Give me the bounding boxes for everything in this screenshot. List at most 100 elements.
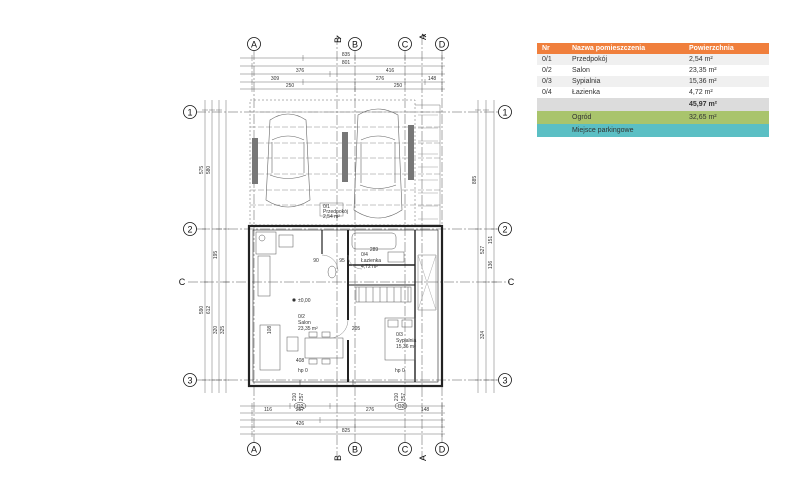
dim-left-6: 325 bbox=[220, 326, 226, 335]
table-parking-row: Miejsce parkingowe bbox=[537, 124, 769, 137]
row-nr: 0/2 bbox=[542, 67, 552, 74]
section-a-top: A bbox=[418, 34, 428, 40]
dim-bottom-4: 426 bbox=[296, 421, 305, 427]
svg-text:C: C bbox=[402, 445, 409, 455]
dim-top-7: 250 bbox=[286, 83, 295, 89]
svg-text:1: 1 bbox=[502, 108, 507, 118]
grid-bubble-a-bottom: A bbox=[247, 442, 261, 456]
row-area: 2,54 m² bbox=[689, 56, 713, 63]
header-name: Nazwa pomieszczenia bbox=[572, 45, 646, 52]
row-nr: 0/1 bbox=[542, 56, 552, 63]
grid-bubble-1-right: 1 bbox=[498, 105, 512, 119]
grid-bubble-2-left: 2 bbox=[183, 222, 197, 236]
toilet bbox=[327, 265, 337, 279]
garden-area: 32,65 m² bbox=[689, 114, 717, 121]
building-walls bbox=[247, 224, 444, 388]
dim-bottom-6: 210 bbox=[292, 393, 298, 402]
dim-left-3: 590 bbox=[199, 306, 205, 315]
grid-bubbles: A B C D A B C D 1 2 3 1 2 3 bbox=[183, 37, 512, 456]
wardrobe-outline bbox=[255, 231, 277, 255]
svg-text:D: D bbox=[439, 445, 446, 455]
grid-bubble-d-top: D bbox=[435, 37, 449, 51]
dim-right-2: 324 bbox=[480, 331, 486, 340]
misc-dim-0: 408 bbox=[296, 358, 305, 364]
row-name: Łazienka bbox=[572, 89, 601, 96]
grid-bubble-c-bottom: C bbox=[398, 442, 412, 456]
parking-name: Miejsce parkingowe bbox=[572, 127, 634, 134]
dim-bottom-0: 116 bbox=[264, 407, 272, 413]
row-area: 15,36 m² bbox=[689, 78, 717, 85]
room-code-0-1: 0/1 bbox=[323, 204, 330, 210]
dim-top-3: 416 bbox=[386, 68, 395, 74]
row-nr: 0/4 bbox=[542, 89, 552, 96]
room-area-0-2: 23,35 m² bbox=[298, 326, 318, 332]
misc-dim-4: 95 bbox=[339, 258, 345, 264]
dim-top-4: 309 bbox=[271, 76, 280, 82]
dim-top-6: 148 bbox=[428, 76, 437, 82]
window-marks: O2 O2 bbox=[293, 402, 408, 410]
bed bbox=[384, 317, 416, 361]
room-code-0-2: 0/2 bbox=[298, 314, 305, 320]
bedroom-wardrobe bbox=[355, 286, 412, 303]
section-b-bottom: B bbox=[333, 455, 343, 461]
grid-bubble-3-left: 3 bbox=[183, 373, 197, 387]
dim-right-3: 151 bbox=[488, 236, 494, 245]
room-area-0-1: 2,54 m² bbox=[323, 214, 340, 220]
svg-text:A: A bbox=[251, 445, 257, 455]
room-code-0-3: 0/3 bbox=[396, 332, 403, 338]
dim-right-4: 136 bbox=[488, 261, 494, 270]
row-area: 23,35 m² bbox=[689, 67, 717, 74]
sill-label-right: hp 0 bbox=[395, 368, 405, 374]
room-name-0-1: Przedpokój bbox=[323, 209, 348, 215]
car-right-icon bbox=[353, 108, 403, 219]
header-area: Powierzchnia bbox=[689, 45, 734, 52]
svg-text:3: 3 bbox=[187, 376, 192, 386]
misc-dim-3: 90 bbox=[313, 258, 319, 264]
dim-right-0: 885 bbox=[472, 176, 478, 185]
room-name-0-4: Łazienka bbox=[361, 258, 381, 264]
dim-left-4: 612 bbox=[206, 306, 212, 315]
room-code-0-4: 0/4 bbox=[361, 252, 368, 258]
interior-furniture bbox=[255, 231, 437, 386]
table-row: 0/3 Sypialnia 15,36 m² bbox=[537, 76, 769, 87]
dim-right-1: 527 bbox=[480, 246, 486, 255]
dim-top-5: 276 bbox=[376, 76, 385, 82]
dimension-numbers: 835 801 376 416 309 276 148 250 250 116 … bbox=[199, 52, 494, 434]
grid-bubble-c-top: C bbox=[398, 37, 412, 51]
room-name-0-2: Salon bbox=[298, 320, 311, 326]
sill-label-left: hp 0 bbox=[298, 368, 308, 374]
svg-text:B: B bbox=[352, 40, 358, 50]
misc-dim-1: 289 bbox=[370, 247, 379, 253]
dim-bottom-5: 825 bbox=[342, 428, 351, 434]
dim-left-5: 320 bbox=[213, 326, 219, 335]
level-mark: ±0,00 bbox=[298, 298, 311, 304]
table-header-row: Nr Nazwa pomieszczenia Powierzchnia bbox=[537, 43, 769, 54]
sofa bbox=[259, 324, 281, 371]
grid-bubble-2-right: 2 bbox=[498, 222, 512, 236]
garden-name: Ogród bbox=[572, 114, 592, 121]
dim-top-0: 835 bbox=[342, 52, 351, 58]
room-area-0-3: 15,36 m² bbox=[396, 344, 416, 350]
dim-bottom-8: 257 bbox=[299, 393, 305, 402]
coffee-table bbox=[286, 336, 299, 352]
dim-bottom-3: 148 bbox=[421, 407, 430, 413]
row-name: Przedpokój bbox=[572, 56, 608, 63]
svg-text:C: C bbox=[402, 40, 409, 50]
header-nr: Nr bbox=[542, 45, 550, 52]
section-c-right: C bbox=[508, 277, 515, 287]
section-a-bottom: A bbox=[418, 455, 428, 461]
dim-bottom-7: 210 bbox=[394, 393, 400, 402]
room-area-table: Nr Nazwa pomieszczenia Powierzchnia 0/1 … bbox=[537, 43, 769, 137]
section-c-left: C bbox=[179, 277, 186, 287]
dim-top-1: 801 bbox=[342, 60, 351, 66]
svg-text:2: 2 bbox=[187, 225, 192, 235]
svg-text:B: B bbox=[352, 445, 358, 455]
grid-bubble-a-top: A bbox=[247, 37, 261, 51]
table-garden-row: Ogród 32,65 m² bbox=[537, 111, 769, 124]
table-row: 0/2 Salon 23,35 m² bbox=[537, 65, 769, 76]
dining-table bbox=[304, 337, 344, 359]
section-b-top: B bbox=[333, 37, 343, 43]
svg-text:D: D bbox=[439, 40, 446, 50]
parking-area bbox=[249, 99, 441, 226]
